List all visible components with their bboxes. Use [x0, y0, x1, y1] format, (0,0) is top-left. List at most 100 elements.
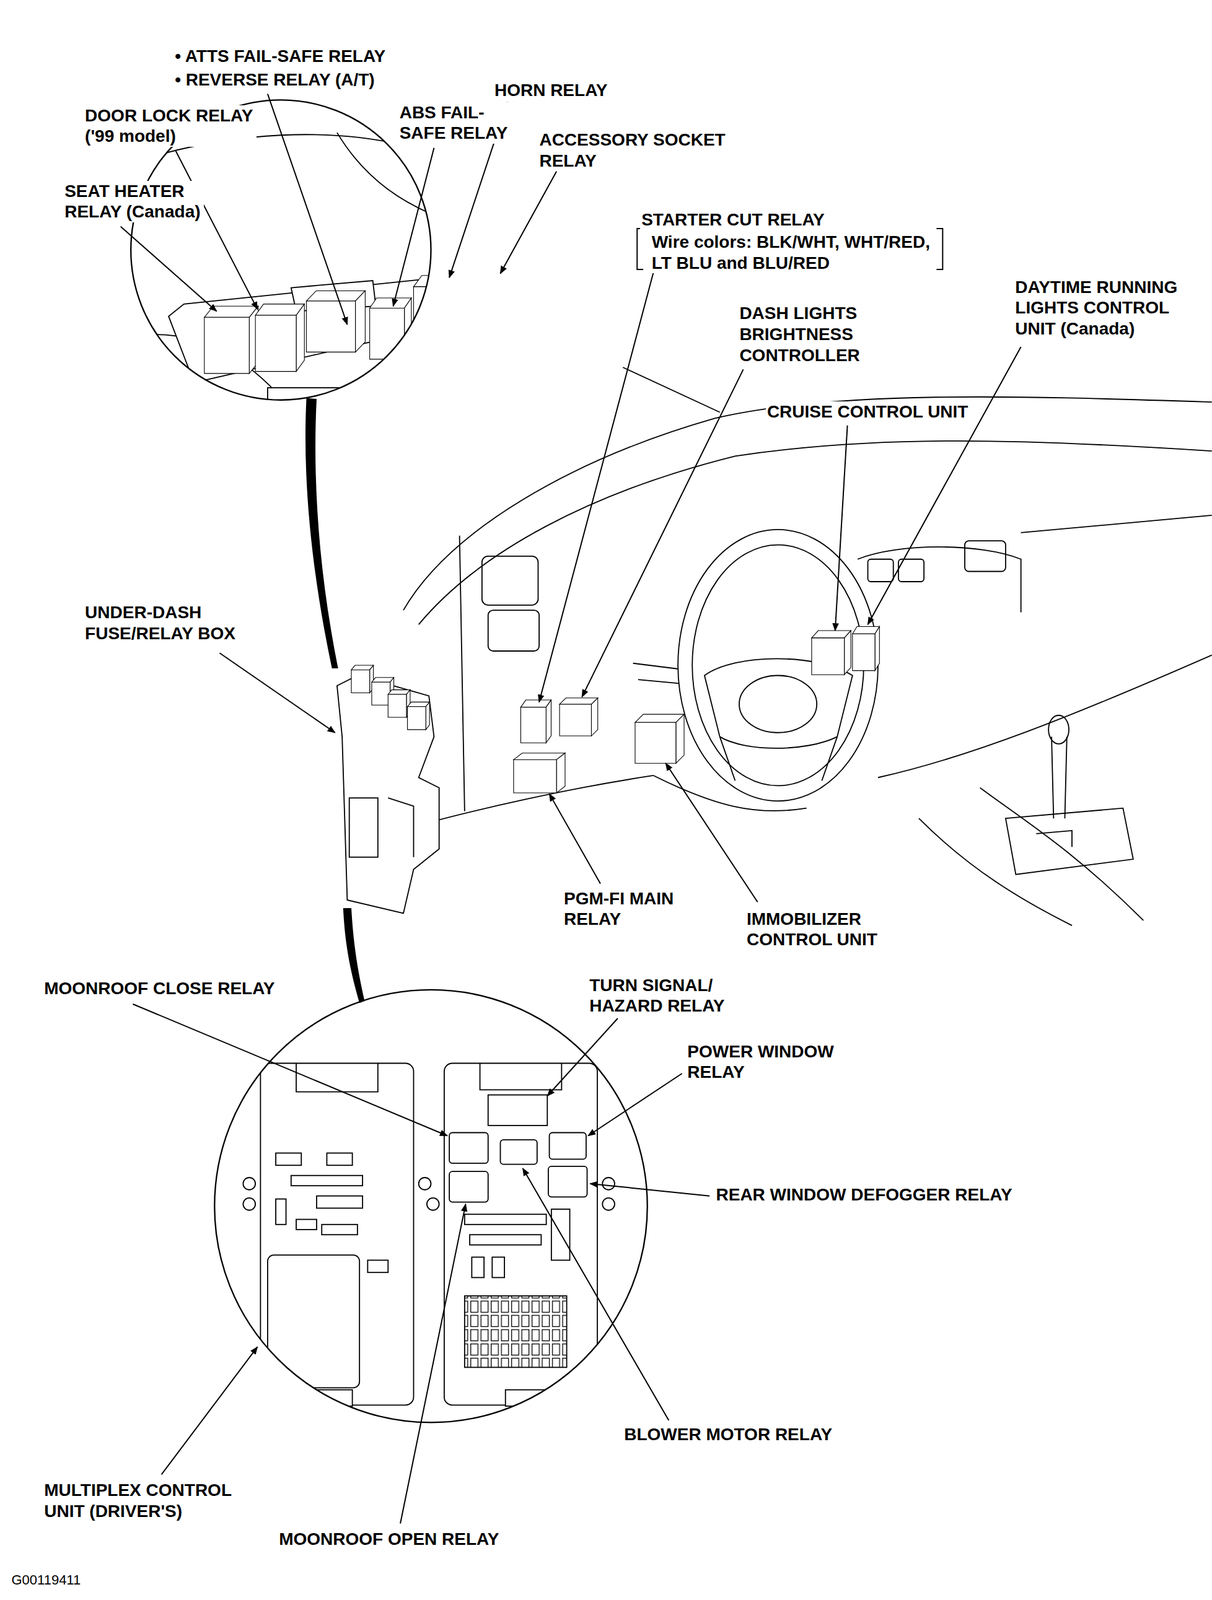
fuse-relay-box	[337, 665, 440, 914]
leader-line	[665, 763, 758, 903]
dash-relay	[513, 626, 880, 794]
part-label: HORN RELAY	[493, 79, 610, 101]
detail-view	[204, 306, 259, 374]
part-label: MULTIPLEX CONTROL UNIT (DRIVER'S)	[42, 1480, 235, 1522]
fuse-box-detail	[469, 1234, 541, 1245]
part-label: UNDER-DASH FUSE/RELAY BOX	[83, 602, 239, 644]
fuse-relay-box	[351, 665, 374, 693]
fuse-box-detail	[464, 1214, 547, 1225]
label-text: ACCESSORY SOCKET RELAY	[537, 129, 729, 172]
leader-line	[522, 1168, 670, 1421]
part-label: • ATTS FAIL-SAFE RELAY	[173, 45, 387, 67]
label-text: PGM-FI MAIN RELAY	[562, 888, 678, 931]
leader-line	[500, 171, 558, 274]
leader-line	[588, 1073, 683, 1136]
fuse-box-detail	[480, 1063, 563, 1091]
leader-line	[589, 1184, 710, 1197]
fuse-box-detail	[488, 1095, 548, 1126]
label-text: STARTER CUT RELAY	[640, 209, 826, 231]
label-text: CRUISE CONTROL UNIT	[765, 401, 970, 423]
label-text: • REVERSE RELAY (A/T)	[173, 69, 377, 91]
leader-line	[393, 148, 435, 307]
fuse-box-detail	[500, 1140, 538, 1165]
part-label: BLOWER MOTOR RELAY	[622, 1424, 834, 1446]
dashboard-outline	[878, 655, 1212, 779]
fuse-box-detail	[242, 1063, 615, 1408]
fuse-box-detail	[316, 1196, 363, 1209]
detail-view	[337, 132, 432, 215]
label-text: DAYTIME RUNNING LIGHTS CONTROL UNIT (Can…	[1013, 276, 1181, 340]
detail-view	[168, 271, 527, 383]
fuse-relay-box	[337, 676, 440, 914]
part-label: Wire colors: BLK/WHT, WHT/RED, LT BLU an…	[650, 231, 934, 274]
dashboard-outline	[857, 547, 1022, 613]
fuse-box-detail	[464, 1296, 567, 1368]
fuse-box-detail	[444, 1063, 598, 1406]
leader-line	[835, 425, 848, 631]
detail-view	[413, 275, 463, 344]
label-text: MOONROOF CLOSE RELAY	[42, 978, 276, 1000]
fuse-box-detail	[471, 1257, 484, 1279]
leader-line	[120, 94, 1022, 1525]
part-label: POWER WINDOW RELAY	[685, 1041, 838, 1084]
zoom-pointer	[305, 397, 365, 1004]
detail-view	[337, 410, 350, 441]
fuse-box-detail	[260, 1063, 414, 1406]
leader-line	[120, 226, 217, 312]
figure-code-label: G00119411	[9, 1572, 82, 1589]
zoom-pointer	[305, 397, 339, 669]
leader-line	[549, 794, 601, 885]
fuse-box-detail	[267, 1255, 360, 1388]
fuse-box-detail	[602, 1198, 615, 1211]
fuse-box-detail	[242, 1177, 256, 1191]
label-text: MOONROOF OPEN RELAY	[277, 1529, 501, 1551]
fuse-relay-box	[387, 798, 414, 858]
label-text: HORN RELAY	[493, 79, 610, 101]
leader-line	[581, 369, 743, 698]
leader-line	[161, 1347, 258, 1475]
dashboard-outline	[459, 535, 465, 812]
part-label: SEAT HEATER RELAY (Canada)	[63, 180, 204, 223]
part-label: DAYTIME RUNNING LIGHTS CONTROL UNIT (Can…	[1013, 276, 1181, 340]
part-label: PGM-FI MAIN RELAY	[562, 888, 678, 931]
fuse-box-detail	[275, 1199, 286, 1226]
label-text: DOOR LOCK RELAY ('99 model)	[83, 105, 257, 147]
dash-relay	[520, 700, 551, 743]
dashboard-outline	[1005, 808, 1134, 875]
bracket	[636, 228, 644, 270]
label-text: TURN SIGNAL/ HAZARD RELAY	[588, 975, 729, 1017]
detail-view	[457, 270, 507, 336]
leader-line	[539, 268, 655, 703]
dashboard-outline	[482, 556, 539, 606]
detail-view	[369, 298, 412, 360]
label-text: • ATTS FAIL-SAFE RELAY	[173, 45, 387, 67]
label-text: G00119411	[9, 1572, 82, 1589]
label-text: IMMOBILIZER CONTROL UNIT	[745, 909, 882, 951]
dashboard-outline	[1048, 715, 1069, 745]
part-label: DASH LIGHTS BRIGHTNESS CONTROLLER	[737, 303, 864, 366]
dash-relay	[559, 698, 598, 737]
leader-line	[547, 1018, 618, 1097]
dashboard-outline	[918, 818, 1072, 926]
fuse-relay-box	[407, 702, 431, 730]
fuse-box-detail	[491, 1257, 505, 1279]
dashboard-outline	[964, 540, 1006, 572]
fuse-box-detail	[326, 1153, 352, 1166]
detail-view	[255, 304, 305, 372]
dash-relay	[852, 626, 880, 671]
fuse-box-detail	[367, 1260, 388, 1273]
detail-view	[306, 290, 366, 352]
label-text: REAR WINDOW DEFOGGER RELAY	[714, 1184, 1014, 1206]
detail-view	[267, 387, 437, 475]
part-label: STARTER CUT RELAY	[640, 209, 826, 231]
dashboard-outline	[403, 367, 1212, 926]
fuse-box-detail	[321, 1225, 358, 1235]
label-text: ABS FAIL- SAFE RELAY	[398, 102, 512, 144]
label-text: SEAT HEATER RELAY (Canada)	[63, 180, 204, 223]
part-label: • REVERSE RELAY (A/T)	[173, 69, 377, 91]
fuse-box-detail	[242, 1198, 256, 1211]
dashboard-outline	[1036, 830, 1072, 848]
dashboard-outline	[488, 610, 540, 652]
dashboard-outline	[1021, 515, 1212, 533]
leader-line	[267, 94, 347, 325]
